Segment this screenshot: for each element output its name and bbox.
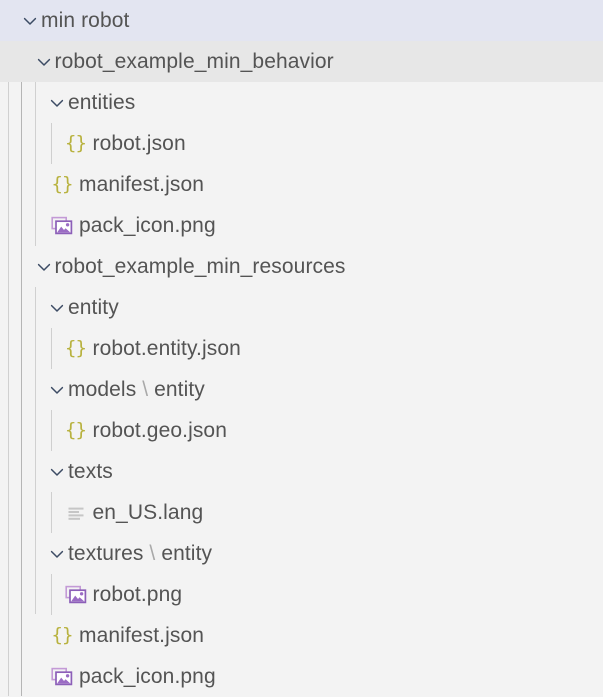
text-lines-file-icon (63, 492, 89, 533)
indent-spacer (0, 184, 49, 185)
path-separator: \ (143, 542, 162, 565)
tree-row-label: robot_example_min_behavior (54, 50, 334, 73)
chevron-down-icon[interactable] (19, 0, 41, 41)
path-segment: entity (154, 378, 205, 401)
tree-row-label: robot.geo.json (92, 419, 227, 442)
tree-row-label: manifest.json (79, 173, 205, 196)
indent-spacer (0, 102, 46, 103)
tree-row[interactable]: entity (0, 287, 603, 328)
path-segment: entity (161, 542, 213, 565)
tree-row-label: robot_example_min_resources (54, 255, 346, 278)
indent-spacer (0, 20, 19, 21)
image-file-icon (49, 656, 75, 697)
tree-row-label: entities (68, 91, 136, 114)
tree-row-label: robot.json (92, 132, 186, 155)
chevron-down-icon[interactable] (46, 82, 68, 123)
tree-row[interactable]: entities (0, 82, 603, 123)
chevron-down-icon[interactable] (33, 41, 55, 82)
indent-spacer (0, 225, 49, 226)
tree-row[interactable]: textures \ entity (0, 533, 603, 574)
tree-row[interactable]: pack_icon.png (0, 656, 603, 697)
indent-spacer (0, 594, 63, 595)
indent-spacer (0, 635, 49, 636)
indent-spacer (0, 389, 46, 390)
tree-row-label: robot.entity.json (92, 337, 241, 360)
tree-row-label: textures \ entity (68, 543, 212, 564)
tree-row-label: texts (68, 460, 113, 483)
tree-row[interactable]: en_US.lang (0, 492, 603, 533)
indent-spacer (0, 430, 63, 431)
tree-row[interactable]: {}manifest.json (0, 164, 603, 205)
tree-row[interactable]: pack_icon.png (0, 205, 603, 246)
path-separator: \ (136, 378, 155, 401)
tree-row[interactable]: models \ entity (0, 369, 603, 410)
indent-spacer (0, 512, 63, 513)
tree-row-label: entity (68, 296, 119, 319)
indent-spacer (0, 553, 46, 554)
tree-row[interactable]: min robot (0, 0, 603, 41)
json-file-icon: {} (65, 337, 87, 359)
indent-spacer (0, 348, 63, 349)
tree-row[interactable]: robot.png (0, 574, 603, 615)
json-file-icon: {} (51, 624, 74, 646)
tree-row[interactable]: {}robot.entity.json (0, 328, 603, 369)
indent-spacer (0, 61, 33, 62)
tree-row-label: en_US.lang (92, 501, 204, 524)
tree-row[interactable]: texts (0, 451, 603, 492)
image-file-icon (49, 205, 75, 246)
tree-row[interactable]: {}robot.geo.json (0, 410, 603, 451)
tree-row-label: manifest.json (79, 624, 205, 647)
indent-spacer (0, 471, 46, 472)
tree-row-label: pack_icon.png (79, 214, 216, 237)
chevron-down-icon[interactable] (46, 369, 68, 410)
image-file-icon (63, 574, 89, 615)
chevron-down-icon[interactable] (46, 287, 68, 328)
indent-spacer (0, 266, 33, 267)
path-segment: textures (68, 542, 144, 565)
indent-spacer (0, 307, 46, 308)
tree-row[interactable]: robot_example_min_behavior (0, 41, 603, 82)
tree-row[interactable]: {}manifest.json (0, 615, 603, 656)
indent-spacer (0, 676, 49, 677)
chevron-down-icon[interactable] (46, 451, 68, 492)
chevron-down-icon[interactable] (33, 246, 55, 287)
tree-row-label: robot.png (92, 583, 183, 606)
tree-row[interactable]: robot_example_min_resources (0, 246, 603, 287)
chevron-down-icon[interactable] (46, 533, 68, 574)
tree-row[interactable]: {}robot.json (0, 123, 603, 164)
path-segment: models (68, 378, 137, 401)
tree-row-label: min robot (41, 9, 130, 32)
indent-spacer (0, 143, 63, 144)
json-file-icon: {} (65, 419, 87, 441)
json-file-icon: {} (65, 132, 87, 154)
tree-row-label: models \ entity (68, 379, 205, 400)
tree-row-label: pack_icon.png (79, 665, 216, 688)
json-file-icon: {} (51, 173, 74, 195)
